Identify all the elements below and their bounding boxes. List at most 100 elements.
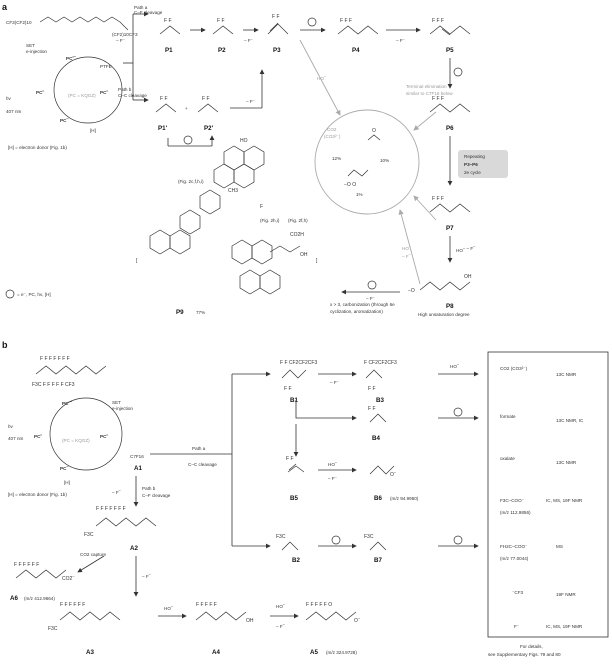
svg-text:F F: F F <box>368 386 376 392</box>
svg-text:HO−: HO− <box>328 460 338 467</box>
svg-text:+: + <box>185 106 188 111</box>
p3-structure: F F P3 <box>267 14 289 54</box>
c7f16-reactant: F F F F F F F F3C F F F F F CF3 <box>32 356 107 388</box>
path-a-branching-b: Path a C–C cleavage <box>150 371 271 549</box>
svg-text:OH: OH <box>246 618 254 624</box>
svg-text:O−: O− <box>390 470 397 478</box>
svg-text:F F F: F F F <box>432 18 444 24</box>
label-b1: B1 <box>290 397 298 404</box>
svg-text:HO− – F−: HO− – F− <box>456 244 476 253</box>
svg-text:O−: O− <box>354 616 361 624</box>
carbonization-2: cyclization, aromatization) <box>330 309 383 314</box>
det-mass-4: (m/z 77.0044) <box>500 556 529 561</box>
co2-capture-label: CO2 capture <box>80 552 106 557</box>
legend-text: = e⁻, PC, hν, [H] <box>17 292 51 297</box>
fig-ref-1: (Fig. 2c,f,h,i) <box>178 179 204 184</box>
svg-text:PC•: PC• <box>100 88 108 95</box>
svg-text:−O: −O <box>408 288 415 294</box>
svg-text:OH: OH <box>300 252 308 258</box>
panel-b-letter: b <box>2 340 8 350</box>
svg-text:HO−: HO− <box>450 362 460 369</box>
svg-text:F F: F F <box>217 18 225 24</box>
svg-text:F F F F F F: F F F F F F <box>60 602 85 608</box>
a5-mass: (m/z 324.9728) <box>326 650 357 655</box>
right-column-intermediates: F F F P6 Repeating P3–P6 2e cycle F F F … <box>408 58 508 317</box>
detection-box: CO2 (CO3²⁻) 13C NMR formate 13C NMR, IC … <box>487 351 609 638</box>
svg-text:F F: F F <box>160 96 168 102</box>
svg-text:PC•−: PC•− <box>62 399 73 406</box>
svg-text:F3C: F3C <box>84 532 94 538</box>
svg-text:PC•−: PC•− <box>66 54 77 61</box>
svg-text:PC•: PC• <box>100 432 108 439</box>
photocatalytic-cycle-b: PC•− PC• PC• PC− (PC = KQGZ) SET e-injec… <box>8 397 133 497</box>
svg-text:F F: F F <box>368 406 376 412</box>
label-b3: B3 <box>376 397 384 404</box>
set-label-b-1: SET <box>112 400 121 405</box>
det-method-2: 13C NMR <box>556 460 577 465</box>
minus-f-b1: – F⁻ <box>330 380 340 385</box>
wavelength-label-b: 407 nm <box>8 436 23 441</box>
oxalate-percent: 1% <box>356 192 363 197</box>
det-method-4: MS <box>556 544 563 549</box>
svg-text:F CF2CF2CF3: F CF2CF2CF3 <box>364 360 397 366</box>
det-species-2: oxalate <box>500 456 515 461</box>
set-label-a-2: e-injection <box>26 49 47 54</box>
label-p6: P6 <box>446 125 454 132</box>
svg-text:F3C: F3C <box>48 626 58 632</box>
terminal-note-2: similar to C7F16 below <box>406 91 453 96</box>
repeating-3: 2e cycle <box>464 170 481 175</box>
svg-text:– F−: – F− <box>112 488 122 495</box>
label-p5: P5 <box>446 47 454 54</box>
set-label-b-2: e-injection <box>112 406 133 411</box>
label-p3: P3 <box>273 47 281 54</box>
svg-text:]: ] <box>316 258 318 264</box>
det-method-1: 13C NMR, IC <box>556 418 584 423</box>
co2-label: CO2 <box>327 127 337 132</box>
svg-text:PC−: PC− <box>60 116 69 123</box>
label-p2: P2 <box>218 47 226 54</box>
ptfe-label: PTFE <box>100 64 112 69</box>
svg-text:F F F F F F F: F F F F F F F <box>40 356 70 362</box>
path-b-intermediates-a: F F P1' + F F P2' – F⁻ <box>155 69 265 147</box>
path-b-a-2: C–C cleavage <box>118 93 147 98</box>
pc-note-a: (PC = KQGZ) <box>68 93 96 98</box>
svg-text:F F F F F: F F F F F <box>196 602 217 608</box>
svg-text:F F: F F <box>164 18 172 24</box>
reactant-perfluoro-chain: CF3(CF2)10 (CF2)10CF3 <box>6 16 138 37</box>
p9-carbon-structure: CO2H OH F HO CH3 [ ] (Fig. 2c,f,h,i) (Fi… <box>136 138 318 316</box>
svg-text:[: [ <box>136 258 138 264</box>
path-a-b-2: C–C cleavage <box>188 462 217 467</box>
p5-structure: F F F P5 <box>429 18 471 54</box>
det-species-0: CO2 (CO3²⁻) <box>500 366 528 371</box>
fig-ref-3: (Fig. 2f,h) <box>288 218 308 223</box>
svg-text:– F−: – F− <box>142 572 152 579</box>
repeating-2: P3–P6 <box>464 162 478 167</box>
path-b-b-1: Path b <box>142 486 156 491</box>
terminal-products-circle: CO2 (CO3²⁻) 12% O 10% −O O 1% Terminal e… <box>299 39 453 285</box>
repeating-box <box>458 150 508 178</box>
c7f16-label: C7F16 <box>130 454 144 459</box>
label-p1-prime: P1' <box>158 125 168 132</box>
a6-mass: (m/z 412.9664) <box>24 596 55 601</box>
label-a1: A1 <box>134 465 142 472</box>
svg-text:−O O: −O O <box>344 182 356 188</box>
svg-text:PC•: PC• <box>36 88 44 95</box>
a3-a5-row: F F F F F F F3C A3 HO− F F F F F OH A4 H… <box>48 602 361 656</box>
label-p8: P8 <box>446 303 454 310</box>
p1-structure: F F P1 <box>159 18 181 54</box>
label-p1: P1 <box>165 47 173 54</box>
label-p9: P9 <box>176 309 184 316</box>
minus-f-carbon: – F⁻ <box>366 296 376 301</box>
reagent-circle-icon <box>367 280 377 290</box>
svg-text:PC−: PC− <box>60 464 69 471</box>
svg-text:F3C: F3C <box>364 534 374 540</box>
svg-text:F F: F F <box>272 14 280 20</box>
p2-structure: F F P2 <box>212 18 234 54</box>
fig-ref-2: (Fig. 2h,i) <box>260 218 280 223</box>
label-p4: P4 <box>352 47 360 54</box>
set-label-a-1: SET <box>26 43 35 48</box>
reagent-circle-icon <box>307 17 317 27</box>
svg-text:CH3: CH3 <box>228 188 238 194</box>
h-donor-a: [H] <box>90 128 96 133</box>
